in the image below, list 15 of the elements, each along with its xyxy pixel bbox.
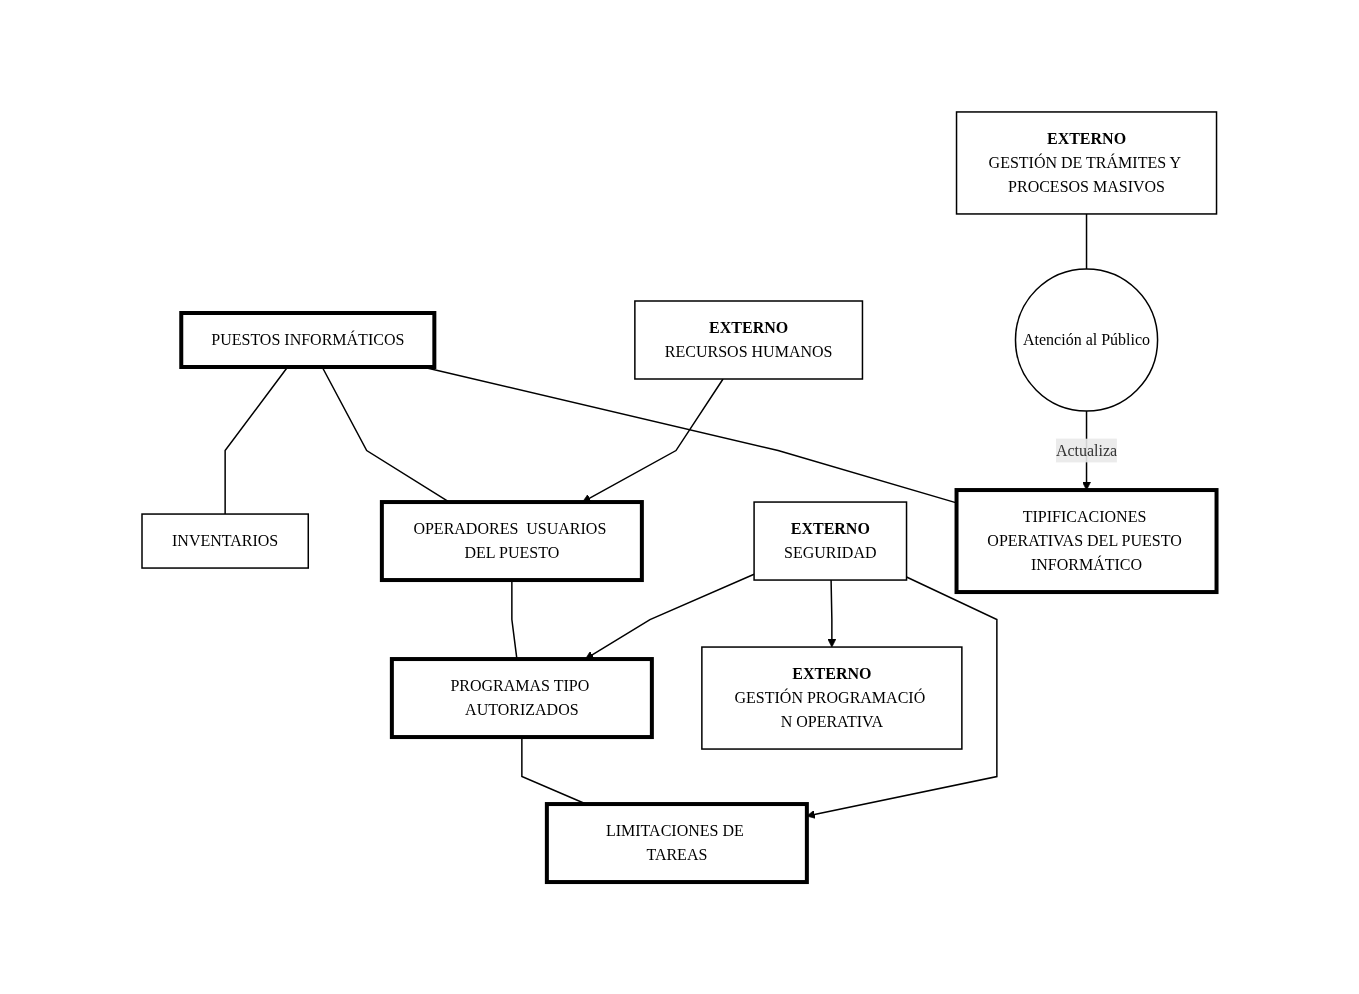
node-box: EXTERNO SEGURIDAD bbox=[753, 501, 908, 581]
edge-label: Actualiza bbox=[1056, 441, 1118, 459]
node-box: TIPIFICACIONES OPERATIVAS DEL PUESTO INFORMÁTICO bbox=[954, 488, 1219, 595]
node-box: PROGRAMAS TIPO AUTORIZADOS bbox=[390, 657, 655, 740]
node-box: EXTERNO RECURSOS HUMANOS bbox=[634, 300, 864, 380]
node-box: EXTERNO GESTIÓN DE TRÁMITES Y PROCESOS MASIVOS bbox=[956, 111, 1218, 215]
arrow bbox=[827, 579, 837, 648]
node-box: OPERADORES USUARIOS DEL PUESTO bbox=[380, 500, 645, 583]
node-box: INVENTARIOS bbox=[141, 513, 310, 569]
node-circle: Atención al Público bbox=[1014, 268, 1159, 412]
arrow bbox=[582, 378, 724, 503]
node-box: EXTERNO GESTIÓN PROGRAMACIÓ N OPERATIVA bbox=[701, 646, 963, 750]
node-box: PUESTOS INFORMÁTICOS bbox=[179, 311, 437, 369]
node-box: LIMITACIONES DE TAREAS bbox=[545, 802, 810, 885]
connector bbox=[1086, 213, 1088, 270]
